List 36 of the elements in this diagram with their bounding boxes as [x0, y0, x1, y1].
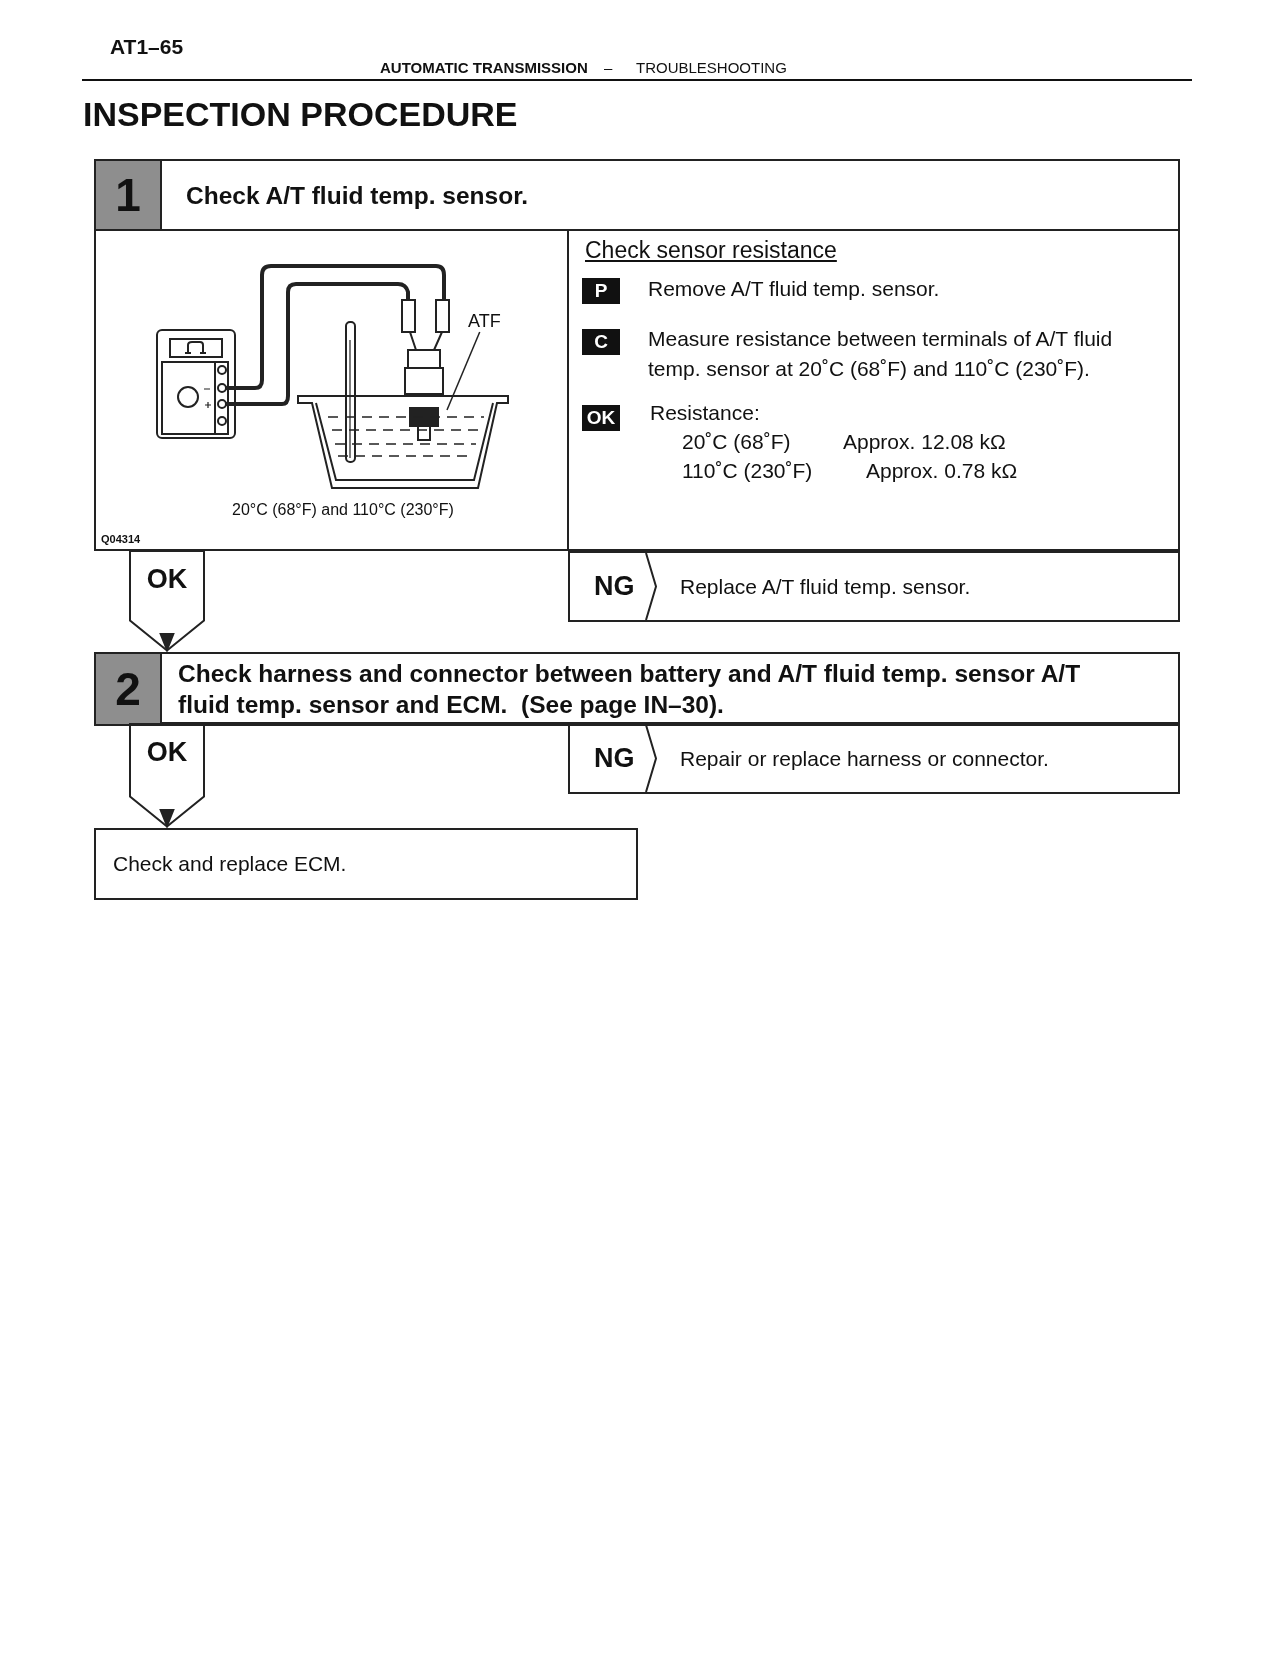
ok-down-arrow — [129, 550, 205, 653]
spec-value: Approx. 12.08 kΩ — [843, 430, 1006, 454]
spec-condition: 20˚C (68˚F) — [682, 430, 791, 454]
step-panel — [94, 652, 1180, 724]
repair-instruction: Replace A/T fluid temp. sensor. — [680, 574, 971, 600]
header-separator: – — [604, 59, 613, 76]
ok-down-arrow — [129, 723, 205, 829]
leader-line — [446, 331, 481, 411]
ng-result-box — [568, 723, 1180, 794]
page-title: INSPECTION PROCEDURE — [83, 95, 518, 134]
edge-label: OK — [145, 736, 189, 769]
ng-mark: NG — [594, 570, 635, 603]
section-header: AUTOMATIC TRANSMISSION — [380, 59, 588, 76]
ng-result-box — [568, 551, 1180, 622]
spec-condition: 110˚C (230˚F) — [682, 459, 813, 483]
instruction-text: Remove A/T fluid temp. sensor. — [648, 277, 940, 301]
spec-heading: Resistance: — [650, 401, 760, 425]
check-subheading: Check sensor resistance — [585, 237, 837, 264]
step-heading: Check harness and connector between battery and A/T fluid temp. sensor A/T fluid temp. sensor and ECM. (See page IN–30). — [178, 659, 1082, 720]
edge-label: OK — [145, 563, 189, 596]
section-header: TROUBLESHOOTING — [636, 59, 787, 76]
ng-mark: NG — [594, 742, 635, 775]
instruction-text: Measure resistance between terminals of A/T fluid temp. sensor at 20˚C (68˚F) and 110˚C (230˚F). — [648, 326, 1114, 382]
spec-value: Approx. 0.78 kΩ — [866, 459, 1018, 483]
step-number: 2 — [94, 652, 162, 726]
step-number: 1 — [94, 159, 162, 231]
part-label: ATF — [468, 310, 501, 332]
action-box: Check and replace ECM. — [94, 828, 638, 900]
repair-instruction: Repair or replace harness or connector. — [680, 746, 1049, 772]
temperature-caption: 20°C (68°F) and 110°C (230°F) — [232, 501, 454, 519]
step-badge: P — [582, 278, 620, 304]
figure-code: Q04314 — [101, 533, 141, 545]
page-number: AT1–65 — [110, 35, 184, 59]
step-heading: Check A/T fluid temp. sensor. — [186, 180, 529, 211]
step-badge: OK — [582, 405, 620, 431]
step-badge: C — [582, 329, 620, 355]
